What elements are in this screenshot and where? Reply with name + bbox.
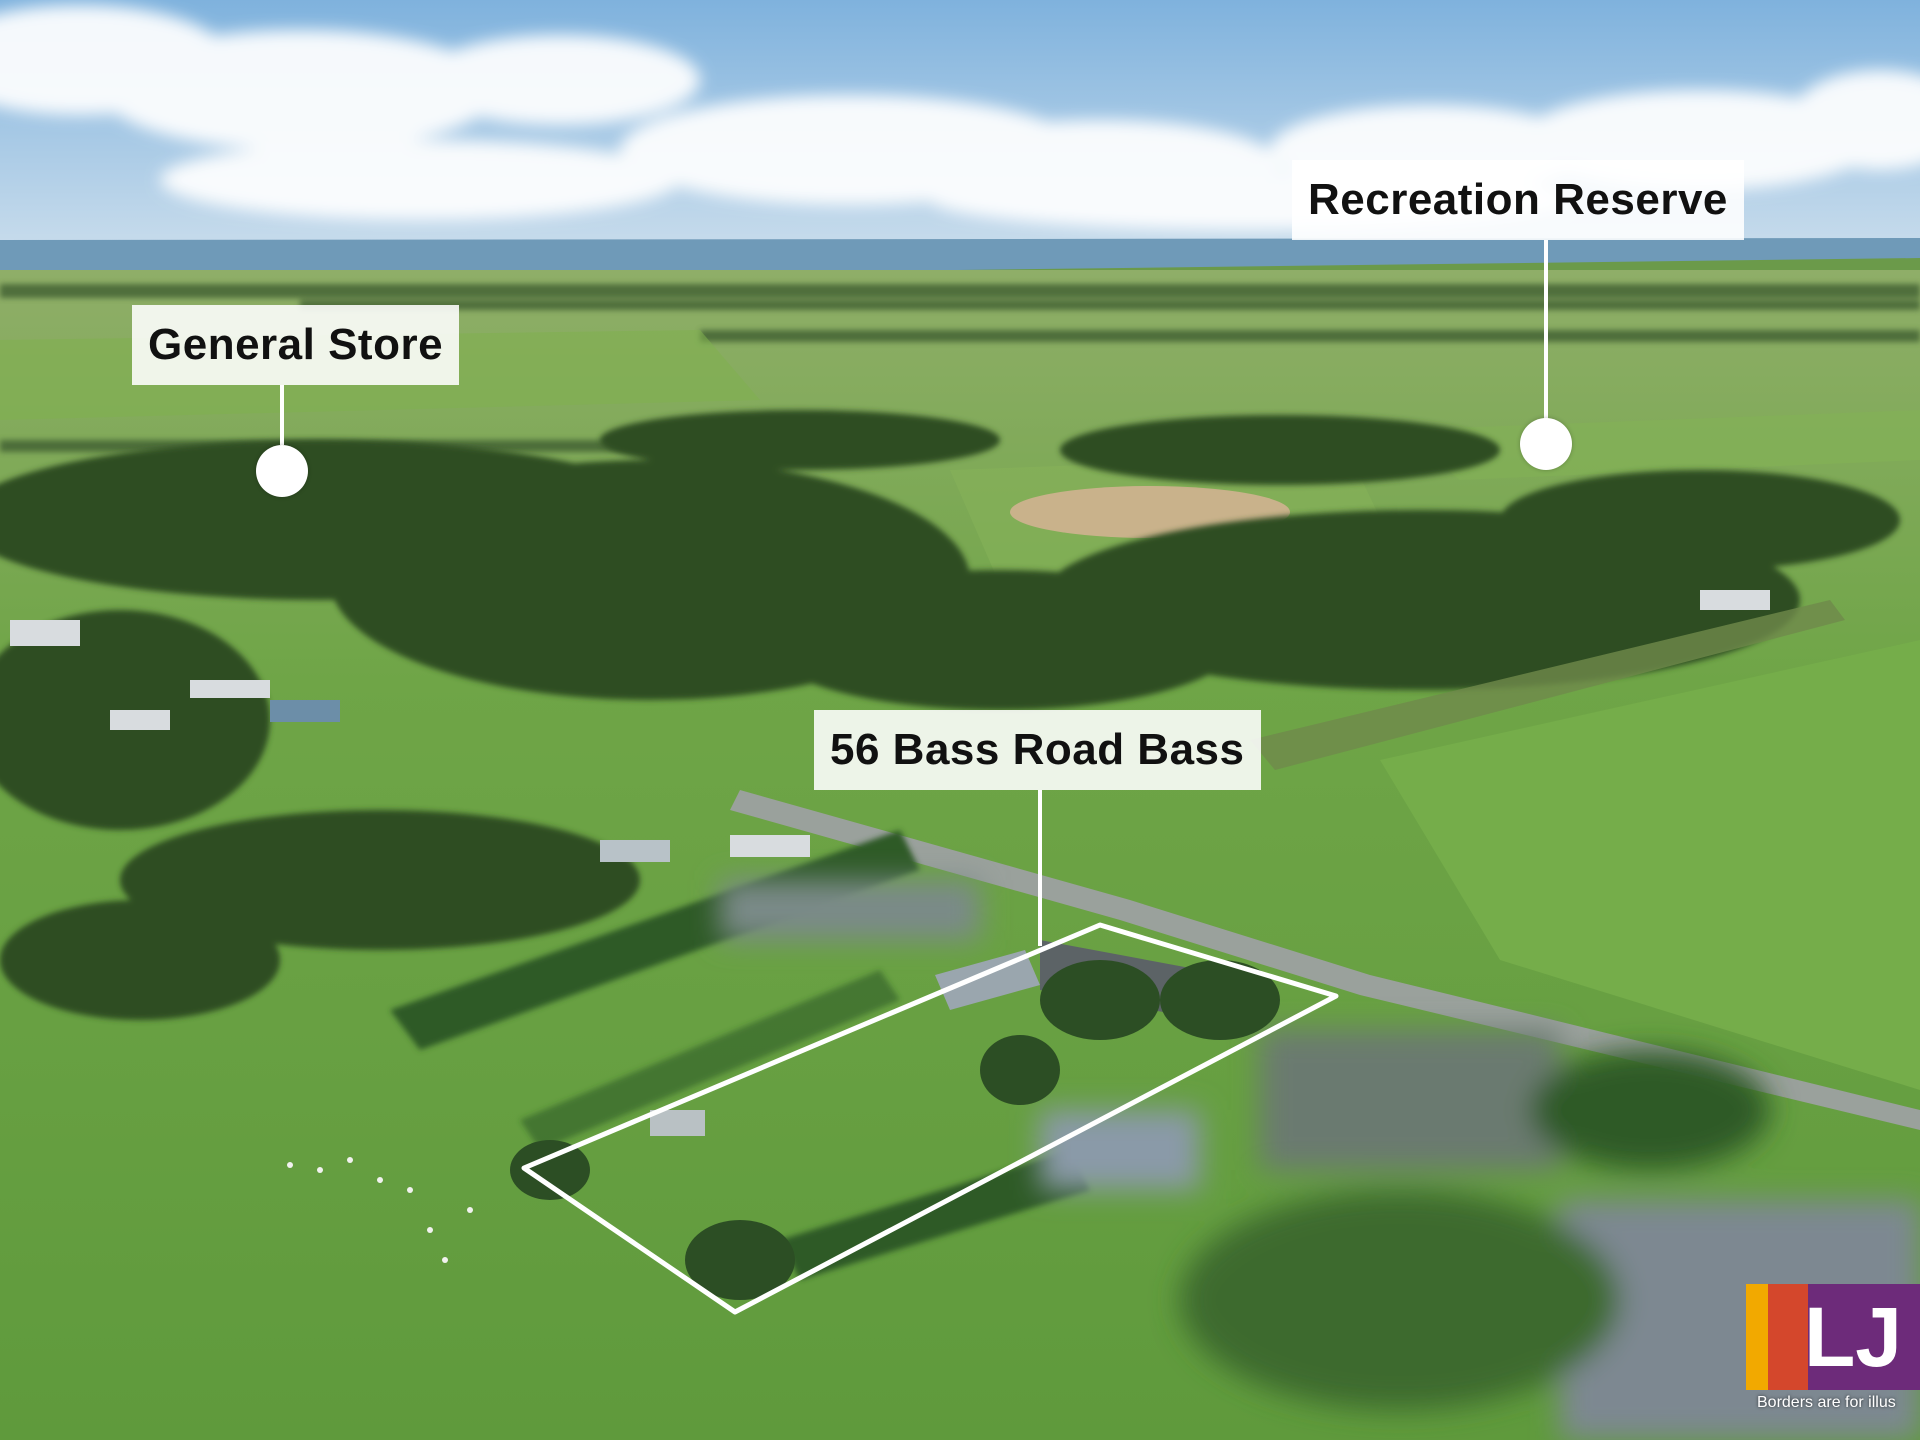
- property-trees: [510, 960, 1280, 1300]
- label-general-store: General Store: [132, 305, 460, 385]
- marker-stem-general-store: [280, 385, 284, 445]
- marker-stem-property: [1038, 790, 1042, 946]
- agency-logo: LJ H: [1746, 1284, 1920, 1390]
- logo-bar-red: [1768, 1284, 1808, 1390]
- forest: [0, 410, 1900, 1020]
- road: [730, 790, 1920, 1130]
- sheep: [287, 1157, 473, 1263]
- logo-bar-purple: [1808, 1284, 1920, 1390]
- marker-stem-recreation-reserve: [1544, 240, 1548, 420]
- houses: [10, 590, 1770, 862]
- logo-text: LJ H: [1804, 1290, 1903, 1390]
- marker-dot-recreation-reserve: [1520, 418, 1572, 470]
- poplar-row: [1250, 600, 1845, 770]
- property-boundary: [521, 922, 1339, 1315]
- label-property-address: 56 Bass Road Bass: [814, 710, 1261, 790]
- label-recreation-reserve: Recreation Reserve: [1292, 160, 1744, 240]
- logo-bar-yellow: [1746, 1284, 1768, 1390]
- boundary-disclaimer: Borders are for illus: [1757, 1394, 1896, 1411]
- right-paddock: [1380, 640, 1920, 1090]
- marker-dot-general-store: [256, 445, 308, 497]
